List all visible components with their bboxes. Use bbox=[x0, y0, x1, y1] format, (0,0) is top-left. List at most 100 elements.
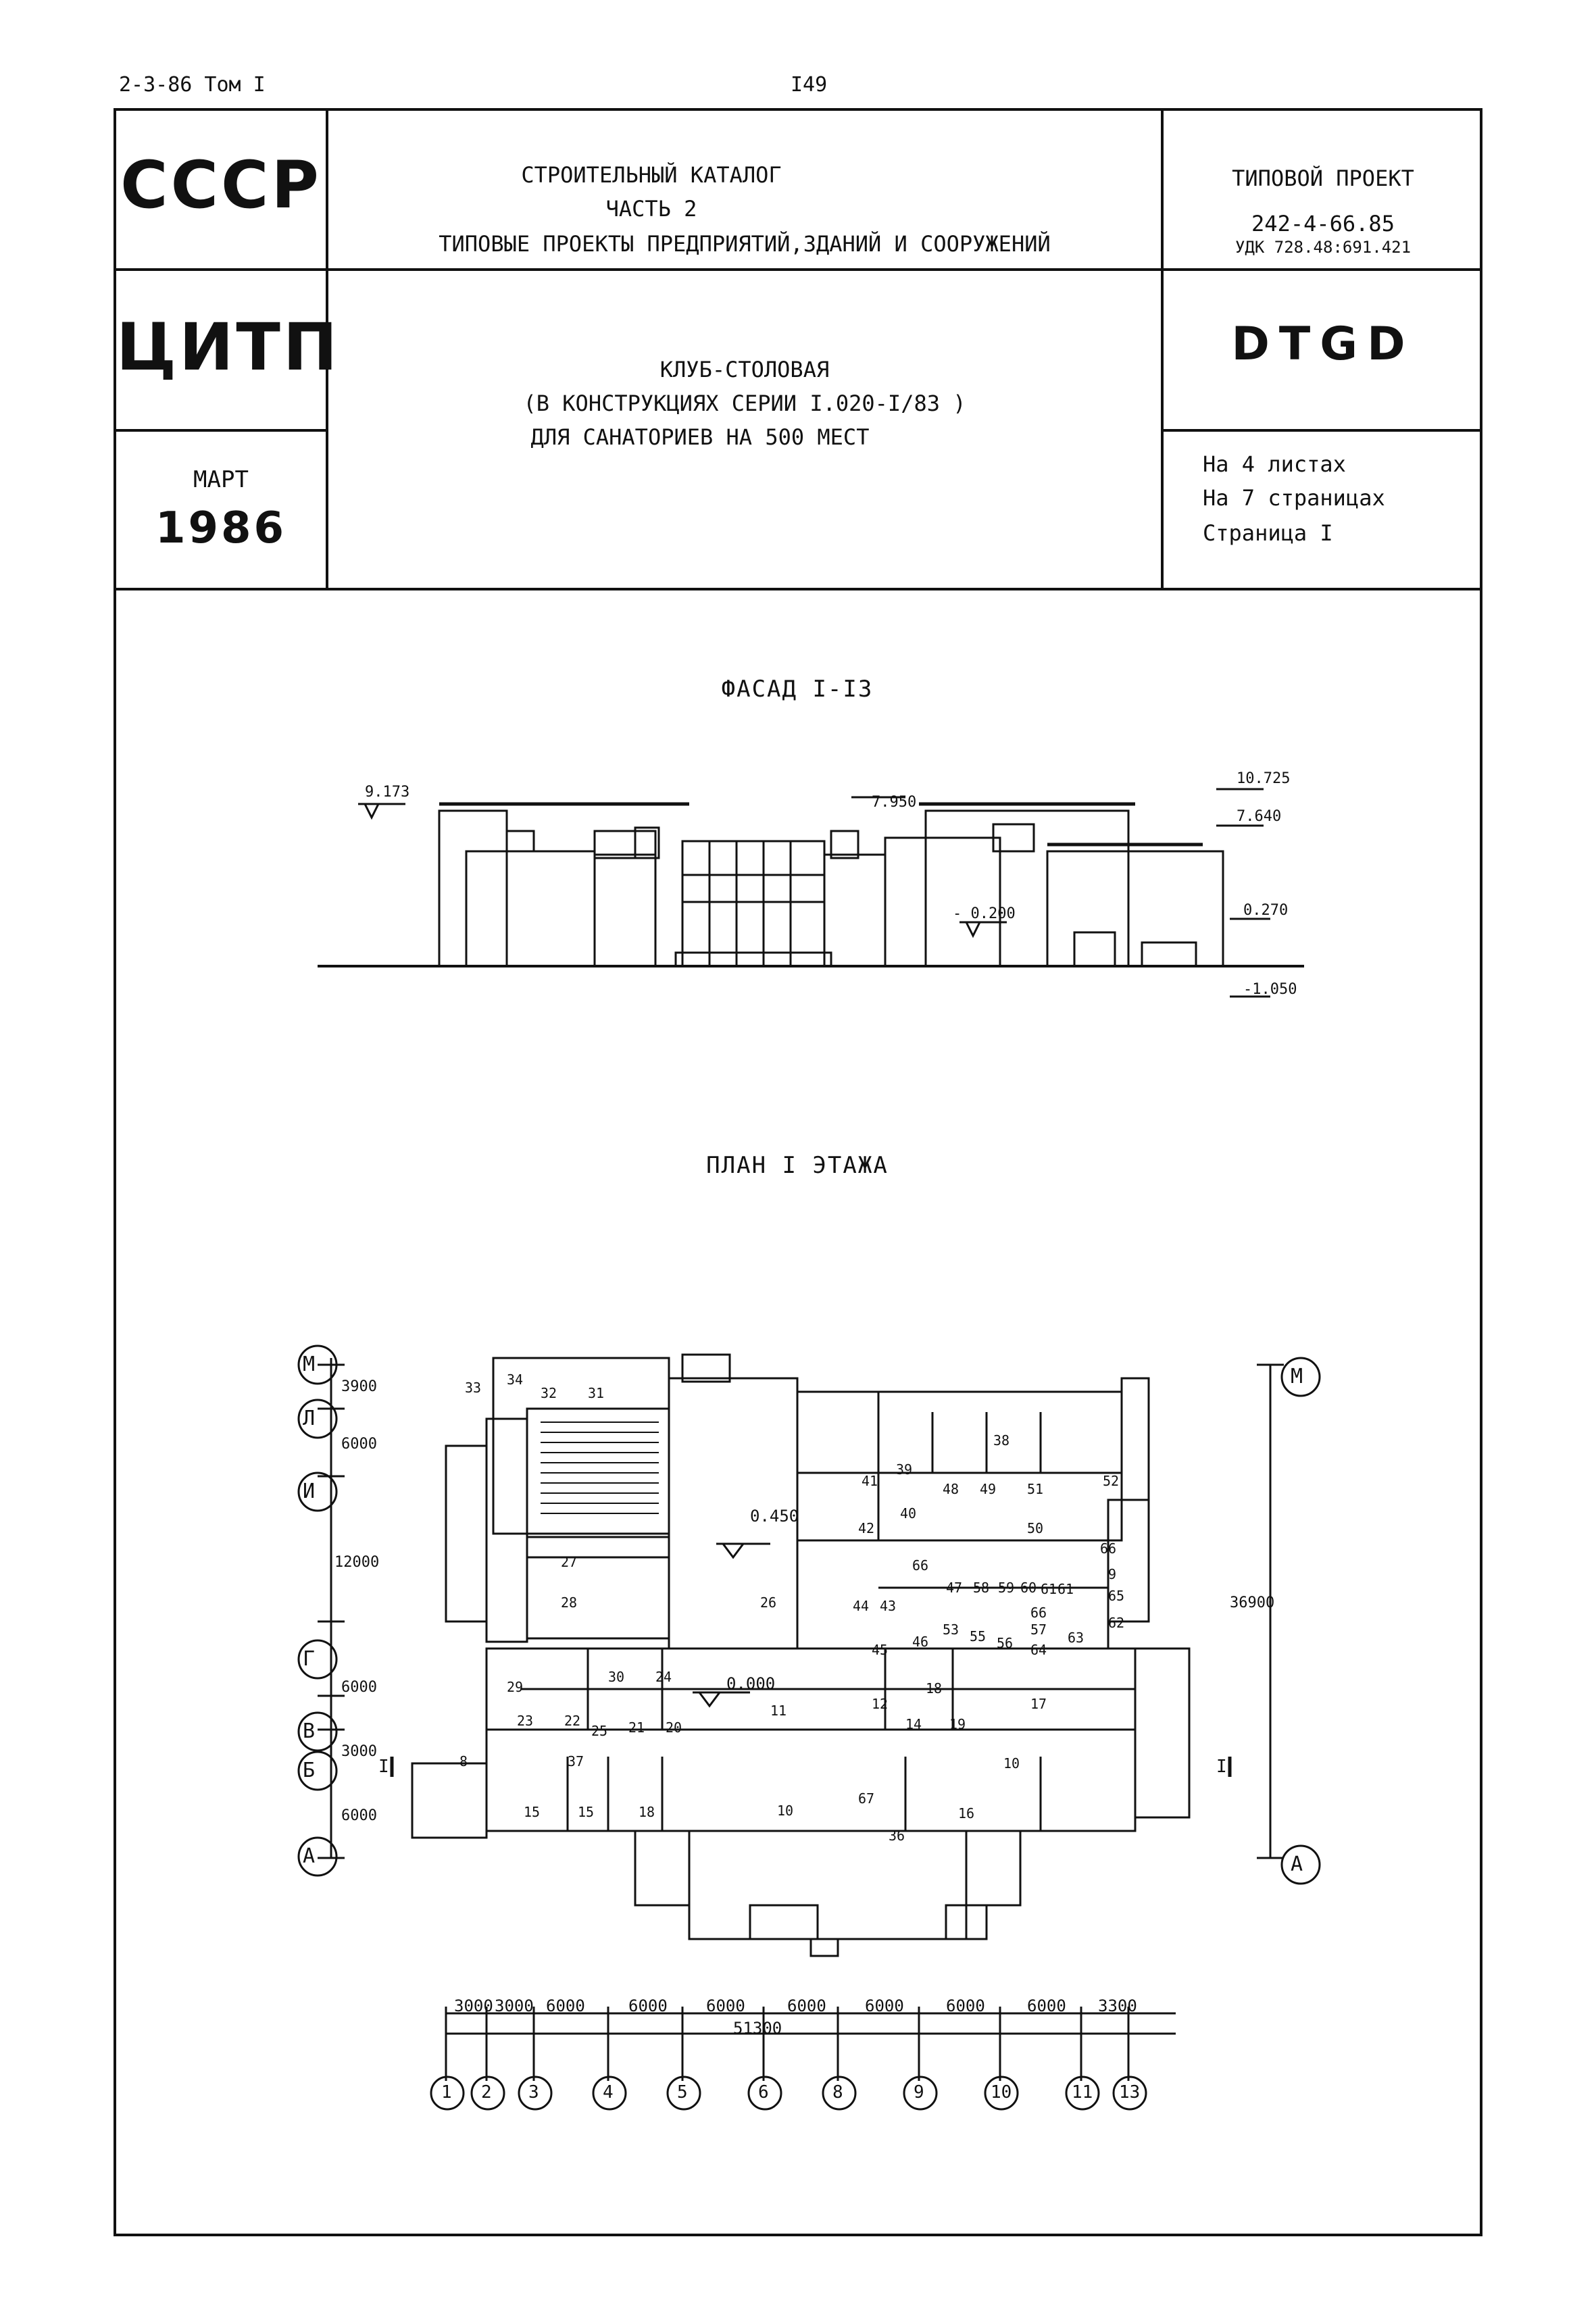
section-mark-left: I bbox=[378, 1757, 389, 1777]
room-25: 25 bbox=[591, 1723, 608, 1739]
catalog-subtitle: ТИПОВЫЕ ПРОЕКТЫ ПРЕДПРИЯТИЙ,ЗДАНИЙ И СОО… bbox=[439, 231, 1051, 257]
dim-bottom-7: 6000 bbox=[865, 1996, 904, 2015]
room-11: 11 bbox=[770, 1703, 787, 1719]
dim-bottom-5: 6000 bbox=[706, 1996, 745, 2015]
room-65: 65 bbox=[1108, 1588, 1125, 1604]
room-59: 59 bbox=[998, 1580, 1015, 1596]
page-index: Страница I bbox=[1203, 520, 1333, 546]
dim-left-5: 3000 bbox=[341, 1743, 377, 1760]
axis-left-L: Л bbox=[303, 1407, 316, 1430]
room-53: 53 bbox=[943, 1621, 959, 1638]
room-36: 36 bbox=[889, 1828, 905, 1844]
room-10b: 10 bbox=[1003, 1755, 1020, 1771]
page-number: I49 bbox=[791, 73, 828, 97]
axis-left-V: В bbox=[303, 1719, 316, 1743]
mark-center-top: 7.950 bbox=[872, 794, 917, 811]
dim-bottom-4: 6000 bbox=[628, 1996, 668, 2015]
dim-bottom-6: 6000 bbox=[787, 1996, 826, 2015]
section-mark-right: I bbox=[1216, 1757, 1227, 1777]
room-64: 64 bbox=[1030, 1642, 1047, 1658]
room-26: 26 bbox=[760, 1594, 777, 1611]
mark-right-ground: -1.050 bbox=[1243, 981, 1297, 998]
dim-bottom-3: 6000 bbox=[546, 1996, 585, 2015]
dim-left-6: 6000 bbox=[341, 1807, 377, 1824]
axis-left-I: И bbox=[303, 1480, 316, 1503]
level-mark-lower: 0.000 bbox=[726, 1674, 776, 1693]
dim-bottom-1: 3000 bbox=[454, 1996, 493, 2015]
axis-bottom-10: 10 bbox=[991, 2082, 1012, 2103]
room-38: 38 bbox=[993, 1432, 1010, 1449]
room-46: 46 bbox=[912, 1634, 929, 1650]
room-67: 67 bbox=[858, 1790, 875, 1807]
dim-left-3: 12000 bbox=[334, 1554, 380, 1571]
dim-bottom-8: 6000 bbox=[946, 1996, 985, 2015]
dim-left-4: 6000 bbox=[341, 1679, 377, 1696]
room-47: 47 bbox=[946, 1580, 963, 1596]
object-name: КЛУБ-СТОЛОВАЯ bbox=[659, 357, 830, 382]
dim-right-total: 36900 bbox=[1230, 1594, 1275, 1611]
room-28: 28 bbox=[561, 1594, 578, 1611]
plan-title: ПЛАН I ЭТАЖА bbox=[706, 1152, 889, 1179]
room-42: 42 bbox=[858, 1520, 875, 1536]
dim-bottom-total: 51300 bbox=[733, 2019, 782, 2038]
room-15a: 15 bbox=[524, 1804, 541, 1820]
room-62: 62 bbox=[1108, 1615, 1125, 1631]
axis-left-B: Б bbox=[303, 1759, 316, 1782]
axis-bottom-13: 13 bbox=[1119, 2082, 1141, 2103]
room-48: 48 bbox=[943, 1481, 959, 1497]
room-57: 57 bbox=[1030, 1621, 1047, 1638]
page-frame bbox=[114, 108, 1482, 2236]
room-52: 52 bbox=[1103, 1473, 1120, 1489]
room-24: 24 bbox=[655, 1669, 672, 1685]
room-66a: 66 bbox=[1030, 1605, 1047, 1621]
axis-bottom-11: 11 bbox=[1072, 2082, 1093, 2103]
issue-month: МАРТ bbox=[193, 466, 249, 493]
org-ussr: СССР bbox=[120, 147, 322, 223]
object-series: (В КОНСТРУКЦИЯХ СЕРИИ I.020-I/83 ) bbox=[523, 391, 966, 416]
axis-right-M: М bbox=[1291, 1365, 1303, 1388]
axis-bottom-8: 8 bbox=[832, 2082, 843, 2103]
axis-bottom-6: 6 bbox=[758, 2082, 769, 2103]
room-37: 37 bbox=[568, 1753, 584, 1769]
room-34: 34 bbox=[507, 1372, 524, 1388]
room-66c: 66 bbox=[1100, 1540, 1117, 1557]
mark-left-top: 9.173 bbox=[365, 784, 410, 801]
room-45: 45 bbox=[872, 1642, 889, 1658]
axis-left-M: М bbox=[303, 1353, 316, 1376]
room-61b: 61 bbox=[1057, 1581, 1074, 1597]
room-14: 14 bbox=[905, 1716, 922, 1732]
room-8: 8 bbox=[459, 1753, 468, 1769]
room-63: 63 bbox=[1068, 1630, 1084, 1646]
axis-right-A: А bbox=[1291, 1853, 1303, 1876]
room-41: 41 bbox=[862, 1473, 878, 1489]
project-number: 242-4-66.85 bbox=[1251, 211, 1395, 236]
room-21: 21 bbox=[628, 1719, 645, 1736]
room-51: 51 bbox=[1027, 1481, 1044, 1497]
catalog-title: СТРОИТЕЛЬНЫЙ КАТАЛОГ bbox=[521, 162, 782, 188]
room-17: 17 bbox=[1030, 1696, 1047, 1712]
dim-left-1: 3900 bbox=[341, 1378, 377, 1395]
axis-bottom-9: 9 bbox=[914, 2082, 924, 2103]
facade-drawing bbox=[318, 788, 1304, 998]
udk-code: УДК 728.48:691.421 bbox=[1235, 238, 1412, 257]
room-18b: 18 bbox=[926, 1680, 943, 1696]
room-27: 27 bbox=[561, 1554, 578, 1570]
room-66b: 66 bbox=[912, 1557, 929, 1574]
project-code: DTGD bbox=[1231, 318, 1415, 371]
axis-bottom-3: 3 bbox=[528, 2082, 539, 2103]
room-60: 60 bbox=[1020, 1580, 1037, 1596]
room-40: 40 bbox=[900, 1505, 917, 1521]
room-50: 50 bbox=[1027, 1520, 1044, 1536]
sheet-count: На 4 листах bbox=[1203, 451, 1346, 477]
mark-right-top: 10.725 bbox=[1237, 770, 1291, 787]
room-55: 55 bbox=[970, 1628, 987, 1644]
project-label: ТИПОВОЙ ПРОЕКТ bbox=[1232, 166, 1414, 191]
issue-year: 1986 bbox=[155, 503, 287, 553]
dim-bottom-2: 3000 bbox=[495, 1996, 534, 2015]
room-12: 12 bbox=[872, 1696, 889, 1712]
room-19: 19 bbox=[949, 1716, 966, 1732]
object-capacity: ДЛЯ САНАТОРИЕВ НА 500 МЕСТ bbox=[530, 424, 870, 450]
room-39: 39 bbox=[896, 1461, 913, 1478]
floor-plan-drawing bbox=[318, 1353, 1284, 2081]
